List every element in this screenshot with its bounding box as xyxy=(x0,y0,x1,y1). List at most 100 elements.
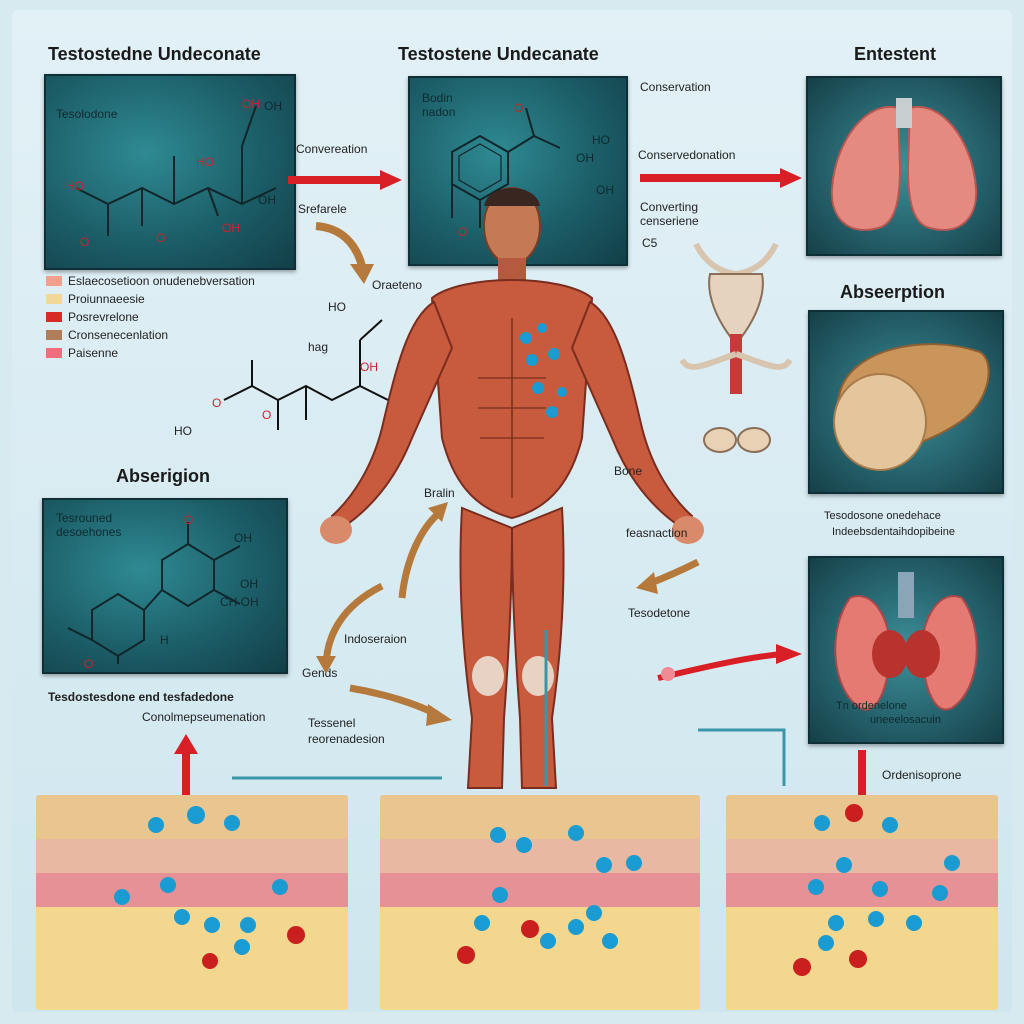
label-conformation: Conolmepseumenation xyxy=(142,710,266,724)
molecule-structure-icon xyxy=(67,522,241,664)
panel-title: Tesolodone xyxy=(56,107,118,121)
atom-label: OH xyxy=(264,99,282,113)
label-ordenisoprone: Ordenisoprone xyxy=(882,768,962,782)
legend-label: Eslaecosetioon onudenebversation xyxy=(68,274,255,288)
molecule-structure-icon xyxy=(75,105,277,236)
kidney-icon xyxy=(834,572,978,711)
connector-lines xyxy=(232,630,786,786)
label-gends: Gends xyxy=(302,666,338,680)
atom-label: OH xyxy=(576,151,594,165)
label-converting-2: censeriene xyxy=(640,214,699,228)
human-body-icon xyxy=(320,187,704,789)
legend-label: Proiunnaeesie xyxy=(68,292,145,306)
tissue-section-left xyxy=(36,795,348,1010)
label-o-small1: O xyxy=(212,396,222,410)
panel-title-line2: desoehones xyxy=(56,525,122,539)
panel-title-line1: Tesrouned xyxy=(56,511,113,525)
heading-top-right: Entestent xyxy=(854,44,937,64)
atom-label: H xyxy=(160,633,169,647)
label-srefarele: Srefarele xyxy=(298,202,347,216)
kidney-panel: Tn ordenelone uneeelosacuin xyxy=(808,556,1004,744)
legend-swatch xyxy=(46,294,62,304)
bone-skull-icon xyxy=(679,242,793,453)
heading-absorption-left: Abserigion xyxy=(116,466,211,486)
label-right-mid-2: Indeebsdentaihdopibeine xyxy=(832,526,955,538)
tissue-section-right xyxy=(726,795,998,1010)
label-conversation-left: Convereation xyxy=(296,142,368,156)
atom-label: OH xyxy=(596,183,614,197)
label-fecundation: feasnaction xyxy=(626,526,688,540)
label-tesedetone: Tesodetone xyxy=(628,606,691,620)
atom-label: OH xyxy=(234,531,252,545)
label-brain: Bralin xyxy=(424,486,455,500)
atom-label: OH xyxy=(240,577,258,591)
atom-label: O xyxy=(80,235,90,249)
liver-icon xyxy=(833,343,990,471)
lungs-panel xyxy=(806,76,1002,256)
label-testesel-2: reorenadesion xyxy=(308,732,385,746)
heading-top-left: Testostedne Undeconate xyxy=(48,44,261,64)
atom-label: O xyxy=(458,225,468,239)
label-testosterone-tesfadedone: Tesdostesdone end tesfadedone xyxy=(48,690,234,704)
label-bone: Bone xyxy=(614,464,643,478)
diagram-canvas: Testostedne Undeconate Testostene Undeca… xyxy=(12,10,1012,1012)
brown-arrow-icon xyxy=(349,684,452,726)
atom-label: OH xyxy=(222,221,240,235)
atom-label: HO xyxy=(66,179,84,193)
legend-swatch xyxy=(46,348,62,358)
label-c5: C5 xyxy=(642,236,658,250)
atom-label: O xyxy=(84,657,94,671)
lungs-icon xyxy=(830,98,978,231)
red-arrow-icon xyxy=(174,734,198,796)
red-arrow-icon xyxy=(858,750,866,796)
label-testesel-1: Tessenel xyxy=(308,716,356,730)
brown-arrow-icon xyxy=(315,222,374,284)
label-right-bottom-1: Tn ordenelone xyxy=(836,700,907,712)
heading-absorption-right: Abseerption xyxy=(840,282,946,302)
heading-top-center: Testostene Undecanate xyxy=(398,44,599,64)
benzene-structure-icon xyxy=(451,107,561,228)
legend-swatch xyxy=(46,276,62,286)
label-ho-top: HO xyxy=(328,300,346,314)
label-o-small2: O xyxy=(262,408,272,422)
panel-title-line1: Bodin xyxy=(422,91,453,105)
legend-swatch xyxy=(46,330,62,340)
atom-label: HO xyxy=(592,133,610,147)
skin-tissue-icon xyxy=(726,795,998,1010)
label-indoseraion: Indoseraion xyxy=(344,632,407,646)
brown-arrow-icon xyxy=(398,502,448,599)
molecule-panel-bottom-left: Tesrouned desoehones O OH OH CH OH O H xyxy=(42,498,288,674)
label-conversdenation: Conservedonation xyxy=(638,148,736,162)
label-oraeteno: Oraeteno xyxy=(372,278,423,292)
atom-label: O xyxy=(156,231,166,245)
label-hag: hag xyxy=(308,340,329,354)
legend: Eslaecosetioon onudenebversation Proiunn… xyxy=(46,274,306,364)
legend-label: Cronsenecenlation xyxy=(68,328,169,342)
liver-panel xyxy=(808,310,1004,494)
label-right-mid-1: Tesodosone onedehace xyxy=(824,510,941,522)
panel-title-line2: nadon xyxy=(422,105,456,119)
brown-arrow-icon xyxy=(316,582,384,674)
atom-label: OH xyxy=(258,193,276,207)
atom-label: OH xyxy=(242,97,260,111)
skin-tissue-icon xyxy=(36,795,348,1010)
atom-label: CH OH xyxy=(220,595,259,609)
atom-label: HO xyxy=(196,155,214,169)
legend-swatch xyxy=(46,312,62,322)
label-right-bottom-2: uneeelosacuin xyxy=(870,714,941,726)
brown-arrow-icon xyxy=(636,558,700,594)
skin-tissue-icon xyxy=(380,795,700,1010)
tissue-section-center xyxy=(380,795,700,1010)
legend-label: Paisenne xyxy=(68,346,119,360)
atom-label: O xyxy=(184,513,194,527)
label-conservation-top: Conservation xyxy=(640,80,711,94)
molecule-panel-top-left: Tesolodone OH HO OH OH O O HO OH xyxy=(44,74,296,270)
floating-molecule-icon xyxy=(223,319,389,430)
red-arrow-icon xyxy=(640,168,802,188)
label-oh-mol: OH xyxy=(360,360,378,374)
atom-label: O xyxy=(514,101,524,115)
red-arrow-icon xyxy=(657,644,802,681)
label-ho-bottom: HO xyxy=(174,424,192,438)
label-converting-1: Converting xyxy=(640,200,699,214)
legend-label: Posrevrelone xyxy=(68,310,139,324)
